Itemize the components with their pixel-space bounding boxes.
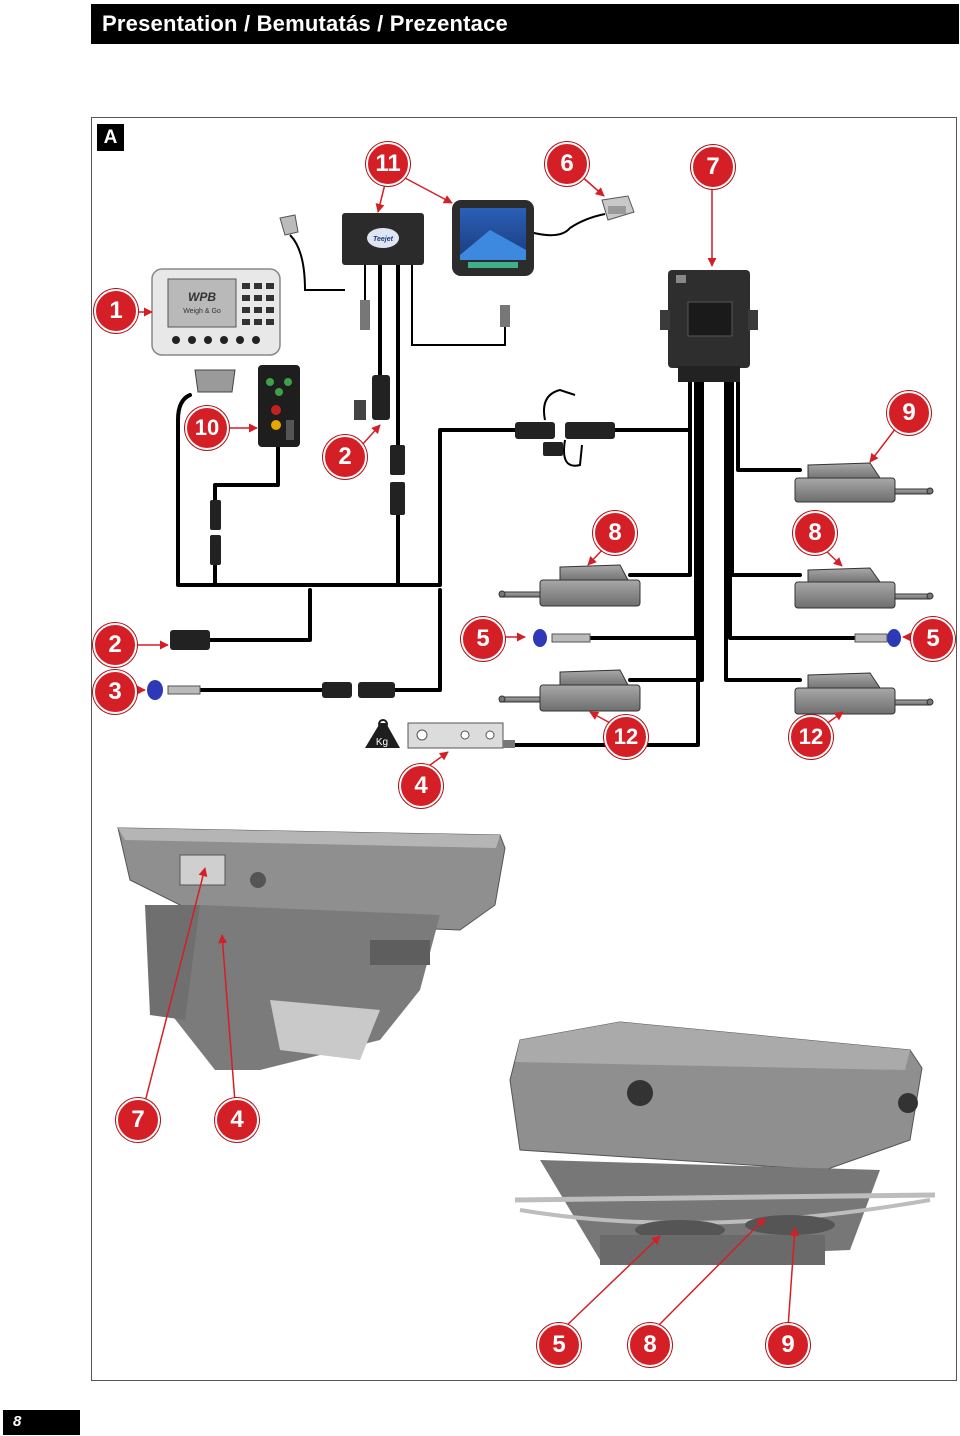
page-number-box: 8 [3, 1410, 80, 1435]
photo-callout-9: 9 [766, 1323, 810, 1367]
callout-2-top: 2 [323, 435, 367, 479]
gps-module [601, 195, 635, 221]
page-number: 8 [13, 1413, 22, 1430]
callout-8-left: 8 [593, 511, 637, 555]
weigh-terminal: WPB Weigh & Go [151, 268, 281, 393]
touch-display [452, 200, 534, 276]
actuator-9 [794, 462, 934, 503]
svg-text:Teejet: Teejet [373, 236, 394, 243]
actuator-12-right [794, 672, 934, 715]
actuators [498, 462, 934, 715]
page-title: Presentation / Bemutatás / Prezentace [102, 11, 508, 36]
figure-frame [91, 117, 957, 1381]
remote-keypad [258, 365, 300, 447]
callout-8-right: 8 [793, 511, 837, 555]
photo-callout-7: 7 [116, 1098, 160, 1142]
photo-callout-4: 4 [215, 1098, 259, 1142]
callout-5-left: 5 [461, 617, 505, 661]
terminal-subtitle: Weigh & Go [183, 308, 221, 315]
terminal-brand: WPB [188, 290, 216, 304]
callout-12-right: 12 [789, 715, 833, 759]
cable-harness [176, 263, 857, 747]
callout-11: 11 [366, 142, 410, 186]
callout-12-left: 12 [604, 715, 648, 759]
callout-10: 10 [185, 406, 229, 450]
callout-1: 1 [94, 289, 138, 333]
spreader-photo-right [509, 1021, 936, 1265]
photo-callout-8: 8 [628, 1323, 672, 1367]
control-unit [660, 270, 758, 382]
callout-7: 7 [691, 145, 735, 189]
actuator-8-left [498, 564, 641, 607]
connectors [170, 300, 615, 698]
callout-2-bottom: 2 [93, 623, 137, 667]
callout-5-right: 5 [911, 617, 955, 661]
header-bar: Presentation / Bemutatás / Prezentace [91, 4, 959, 44]
load-cell: Kg [365, 719, 515, 749]
spreader-photo-left [117, 827, 506, 1070]
photo-callout-5: 5 [537, 1323, 581, 1367]
callout-6: 6 [545, 142, 589, 186]
callout-9: 9 [887, 391, 931, 435]
actuator-8-right [794, 567, 934, 609]
actuator-12-left [498, 669, 641, 712]
section-label: A [97, 124, 124, 151]
callout-4: 4 [399, 764, 443, 808]
sensors [147, 629, 901, 700]
ecu-box: Teejet [279, 213, 424, 265]
callout-3: 3 [93, 670, 137, 714]
weight-unit-label: Kg [376, 737, 388, 748]
